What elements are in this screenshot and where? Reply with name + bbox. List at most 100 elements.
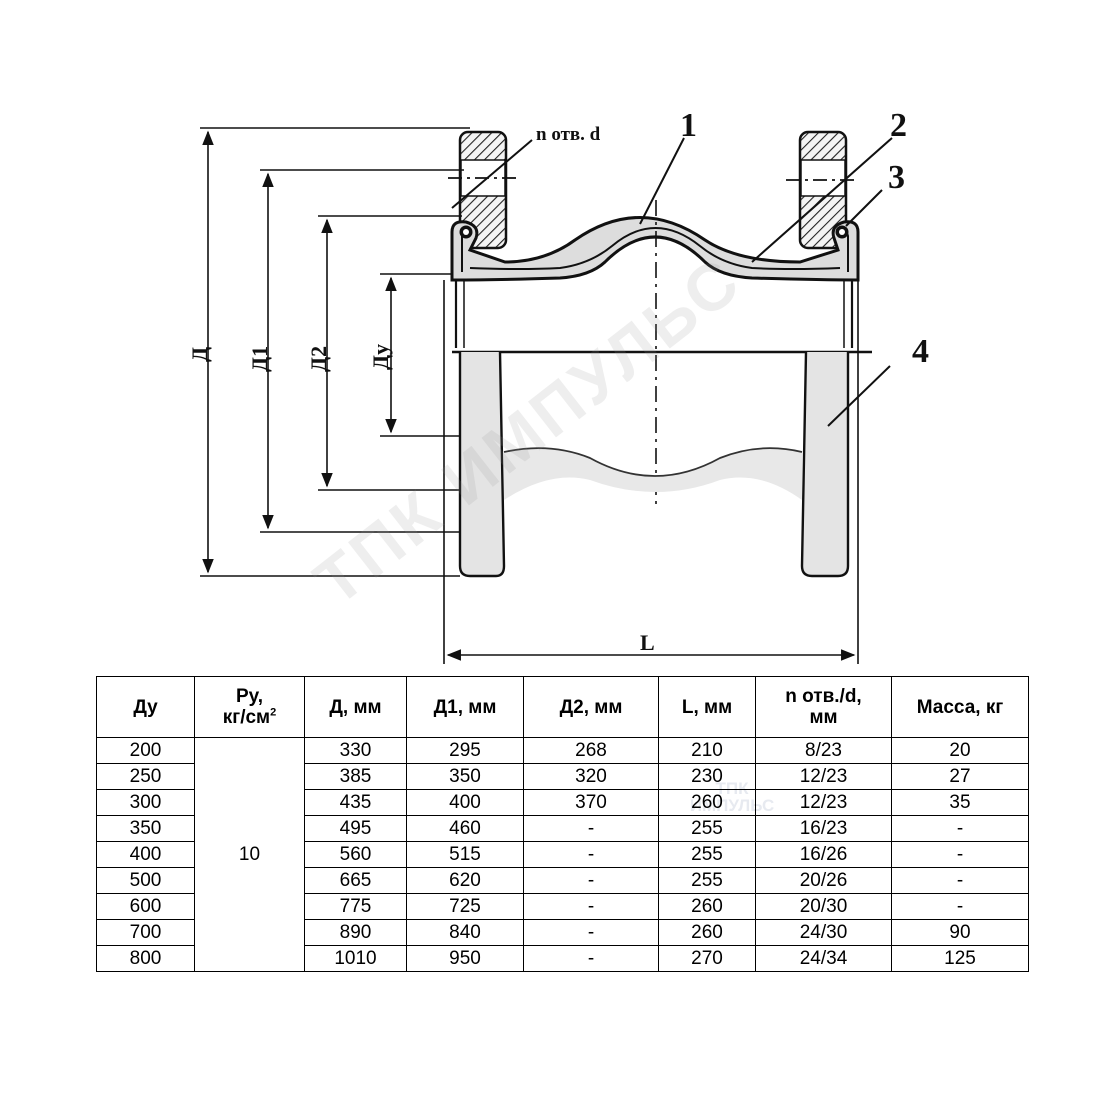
cell-mass: - xyxy=(891,893,1029,920)
cell-mass: - xyxy=(891,867,1029,894)
cell-n-holes: 12/23 xyxy=(755,789,892,816)
cell-d2: 370 xyxy=(523,789,659,816)
rubber-bellows xyxy=(450,216,860,282)
cell-d1: 620 xyxy=(406,867,524,894)
cell-d: 890 xyxy=(304,919,407,946)
specs-table: Ду Ру,кг/см2 Д, мм Д1, мм Д2, мм L, мм n… xyxy=(96,676,1029,972)
header-l: L, мм xyxy=(658,676,756,738)
cell-l: 260 xyxy=(658,789,756,816)
cell-l: 255 xyxy=(658,841,756,868)
header-d1: Д1, мм xyxy=(406,676,524,738)
holes-label: n отв. d xyxy=(536,124,601,145)
cell-d1: 725 xyxy=(406,893,524,920)
cell-dy: 500 xyxy=(96,867,195,894)
callout-4: 4 xyxy=(912,333,929,370)
cell-n-holes: 20/26 xyxy=(755,867,892,894)
cell-dy: 300 xyxy=(96,789,195,816)
callout-2: 2 xyxy=(890,107,907,144)
right-flange-top xyxy=(786,130,858,250)
cell-n-holes: 8/23 xyxy=(755,737,892,764)
cell-d2: 268 xyxy=(523,737,659,764)
cell-d1: 400 xyxy=(406,789,524,816)
cell-d1: 840 xyxy=(406,919,524,946)
cell-l: 255 xyxy=(658,815,756,842)
dim-d2-label: Д2 xyxy=(306,346,331,372)
cell-d: 665 xyxy=(304,867,407,894)
cell-d: 775 xyxy=(304,893,407,920)
cell-l: 270 xyxy=(658,945,756,972)
cell-d: 435 xyxy=(304,789,407,816)
cell-d1: 515 xyxy=(406,841,524,868)
cell-dy: 700 xyxy=(96,919,195,946)
cell-d2: - xyxy=(523,919,659,946)
dim-d1-label: Д1 xyxy=(247,346,272,372)
cell-d2: - xyxy=(523,945,659,972)
cell-l: 255 xyxy=(658,867,756,894)
cell-dy: 350 xyxy=(96,815,195,842)
header-mass: Масса, кг xyxy=(891,676,1029,738)
header-d: Д, мм xyxy=(304,676,407,738)
callout-1: 1 xyxy=(680,107,697,144)
dim-d-label: Д xyxy=(187,347,212,362)
cell-n-holes: 16/26 xyxy=(755,841,892,868)
header-py: Ру,кг/см2 xyxy=(194,676,305,738)
cell-l: 260 xyxy=(658,919,756,946)
cell-d2: - xyxy=(523,893,659,920)
cell-mass: 20 xyxy=(891,737,1029,764)
cell-mass: 35 xyxy=(891,789,1029,816)
cell-dy: 400 xyxy=(96,841,195,868)
cell-dy: 800 xyxy=(96,945,195,972)
cell-d: 495 xyxy=(304,815,407,842)
callout-3: 3 xyxy=(888,159,905,196)
cell-n-holes: 12/23 xyxy=(755,763,892,790)
cell-d2: 320 xyxy=(523,763,659,790)
cell-d2: - xyxy=(523,867,659,894)
cell-d2: - xyxy=(523,841,659,868)
body-outline xyxy=(452,200,872,510)
dim-l-label: L xyxy=(640,630,655,655)
cell-mass: 90 xyxy=(891,919,1029,946)
cell-mass: - xyxy=(891,815,1029,842)
header-dy: Ду xyxy=(96,676,195,738)
cell-n-holes: 24/30 xyxy=(755,919,892,946)
cell-mass: 27 xyxy=(891,763,1029,790)
lower-view xyxy=(458,351,850,578)
cell-dy: 250 xyxy=(96,763,195,790)
dim-dy-label: Ду xyxy=(368,344,393,370)
leader-lines xyxy=(451,137,893,427)
header-n-holes: n отв./d,мм xyxy=(755,676,892,738)
cell-d2: - xyxy=(523,815,659,842)
cell-n-holes: 20/30 xyxy=(755,893,892,920)
compensator-drawing: 1 2 3 4 n отв. d Д Д1 Д2 Ду L xyxy=(187,107,929,664)
cell-l: 210 xyxy=(658,737,756,764)
table-header-row: Ду Ру,кг/см2 Д, мм Д1, мм Д2, мм L, мм n… xyxy=(96,676,1029,738)
cell-dy: 200 xyxy=(96,737,195,764)
left-flange-top xyxy=(448,130,520,250)
dimension-lines xyxy=(200,127,859,664)
cell-n-holes: 16/23 xyxy=(755,815,892,842)
cell-d1: 350 xyxy=(406,763,524,790)
cell-dy: 600 xyxy=(96,893,195,920)
cell-d: 1010 xyxy=(304,945,407,972)
cell-mass: 125 xyxy=(891,945,1029,972)
cell-py: 10 xyxy=(194,737,305,972)
cell-d: 385 xyxy=(304,763,407,790)
cell-l: 260 xyxy=(658,893,756,920)
cell-n-holes: 24/34 xyxy=(755,945,892,972)
cell-mass: - xyxy=(891,841,1029,868)
cell-l: 230 xyxy=(658,763,756,790)
cell-d1: 950 xyxy=(406,945,524,972)
header-d2: Д2, мм xyxy=(523,676,659,738)
cell-d: 330 xyxy=(304,737,407,764)
cell-d: 560 xyxy=(304,841,407,868)
cell-d1: 460 xyxy=(406,815,524,842)
cell-d1: 295 xyxy=(406,737,524,764)
